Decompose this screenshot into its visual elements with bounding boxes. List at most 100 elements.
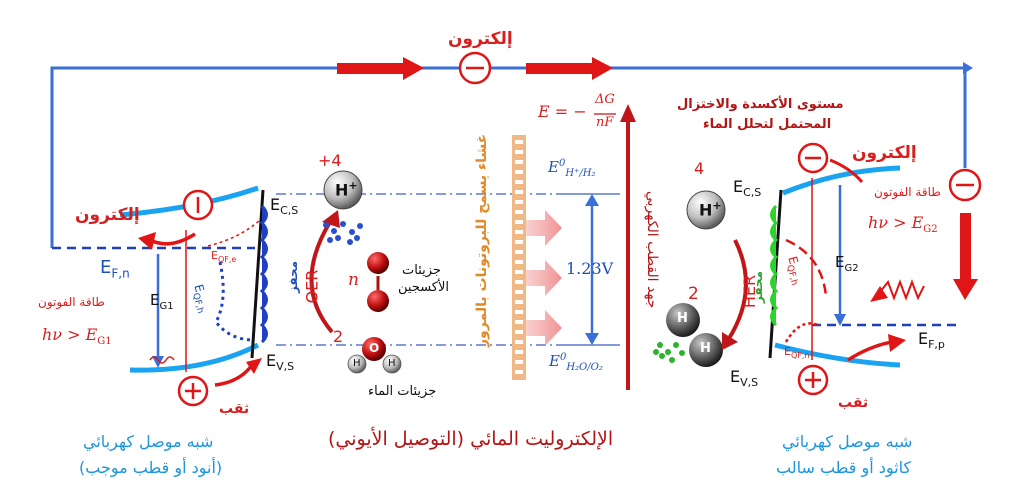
membrane-strip [512, 135, 526, 380]
circuit-electron-label: إلكترون [448, 29, 513, 49]
potential-equation-num: ΔG [595, 92, 615, 107]
anode-electron-out-arrow [149, 232, 196, 246]
anode-electron-out-arrowhead [138, 232, 156, 250]
anode-photon-squiggle [149, 356, 175, 364]
water-count: 2 [333, 327, 344, 346]
anode-ef-label: EF,n [100, 257, 130, 281]
anode-catalyst [259, 204, 268, 344]
cathode-qf-electron-line [785, 238, 828, 297]
proton-transport-arrows [525, 210, 562, 346]
oer-proton-sphere [323, 170, 363, 210]
anode-photon-eq: hν > EG1 [42, 325, 112, 348]
potential-title-2: المحتمل لتحلل الماء [703, 117, 832, 132]
anode-caption-1: شبه موصل كهربائي [83, 432, 214, 451]
cathode-hole-label: ثقب [838, 395, 869, 411]
external-circuit-wire [50, 66, 967, 248]
oxygen-label-1: جزيئات [402, 263, 441, 278]
anode-qf-hole-line [214, 261, 255, 342]
cathode-ef-label: EF,p [918, 329, 945, 352]
anode-hole-arrowhead [246, 358, 262, 374]
right-down-arrow-head [953, 279, 978, 300]
oer-proton-count: +4 [318, 151, 342, 170]
circuit-end-arrowhead [963, 62, 973, 74]
potential-equation-den: nF [596, 115, 614, 130]
right-down-arrow-shaft [960, 213, 971, 281]
water-oxygen-atom [362, 337, 386, 361]
h2-count: 2 [688, 284, 699, 304]
cathode-electron-label: إلكترون [852, 143, 917, 163]
cathode-bandgap-arrowhead [834, 314, 846, 326]
anode-ec-label: EC,S [270, 195, 299, 218]
anode-caption-2: (أنود أو قطب موجب) [79, 458, 223, 477]
circuit-electron-arrow-1-head [403, 57, 424, 80]
potential-equation: E = − [538, 102, 587, 121]
oer-proton-symbol: H+ [335, 179, 358, 200]
cathode-ev-label: EV,S [730, 367, 759, 390]
her-arrow [726, 239, 748, 342]
cathode-catalyst-label: محفز [751, 270, 766, 304]
cathode-qf-hole-line [784, 322, 819, 343]
cathode-caption-2: كاثود أو قطب سالب [776, 458, 912, 477]
cathode-caption-1: شبه موصل كهربائي [782, 432, 913, 451]
anode-electron-label: إلكترون [75, 205, 140, 225]
cathode-hole-arrow [847, 340, 893, 362]
potential-title-1: مستوى الأكسدة والاختزال [677, 97, 844, 112]
h2-letter-upper: H [677, 311, 688, 326]
h-plus-level-label: E0H⁺/H₂ [548, 158, 596, 179]
anode-eqf-e-label: EQF,e [211, 249, 237, 265]
oxygen-atom-bottom [367, 290, 389, 312]
membrane-label: غشاء يسمح للبروتونات بالمرور [474, 133, 490, 347]
h2-atom-lower [689, 333, 723, 367]
oxygen-label-2: الأكسجين [398, 280, 450, 295]
cathode-conduction-band [782, 165, 901, 196]
h2-letter-lower: H [700, 341, 711, 356]
gap-arrow-top-head [585, 194, 599, 206]
oer-label: OER [302, 269, 322, 304]
water-label: جزيئات الماء [368, 384, 437, 399]
cathode-eqf-n-label: EQF,n [784, 345, 810, 361]
water-oxygen-letter: O [369, 341, 380, 355]
h2o-level-label: E0H₂O/O₂ [549, 352, 603, 373]
anode-hole-arrow [214, 363, 254, 387]
cathode-catalyst [770, 204, 779, 327]
anode-ev-label: EV,S [266, 351, 295, 374]
water-h-atom-left [347, 354, 367, 374]
her-proton-symbol: H+ [699, 199, 722, 220]
cathode-electron-arrow [829, 158, 864, 183]
circuit-electron-arrow-1 [337, 63, 405, 74]
potential-gap-label: 1.23V [566, 259, 614, 278]
water-h-atom-right [382, 354, 402, 374]
anode-valence-band [129, 342, 260, 373]
anode-catalyst-label: محفز [286, 260, 301, 294]
cathode-hole-arrowhead [888, 334, 906, 352]
circuit-electron-arrow-2-head [592, 57, 613, 80]
her-arrowhead [722, 332, 738, 350]
oxygen-count: n [348, 270, 359, 290]
circuit-electron-arrow-2 [526, 63, 594, 74]
cathode-photon-squiggle [879, 279, 925, 301]
anode-qf-electron-line [207, 219, 261, 247]
cathode-photon-arrowhead [870, 286, 888, 302]
her-proton-sphere [686, 190, 726, 230]
cathode-valence-band [774, 342, 901, 368]
anode-hole-label: ثقب [219, 401, 250, 417]
anode-bandgap-arrowhead [152, 356, 164, 368]
electrolyte-label: الإلكتروليت المائي (التوصيل الأيوني) [328, 428, 614, 450]
anode-photon-label: طاقة الفوتون [38, 295, 105, 309]
oer-proton-dots [323, 221, 363, 245]
cathode-photon-eq: hν > EG2 [868, 213, 938, 236]
water-h-letter-right: H [388, 358, 396, 369]
oer-arrow [309, 220, 334, 334]
cathode-ec-label: EC,S [733, 177, 762, 200]
cathode-photon-label: طاقة الفوتون [874, 185, 941, 199]
water-h-letter-left: H [353, 358, 361, 369]
potential-axis-label: جهد القطب الكهربي [644, 191, 660, 309]
her-proton-count: 4 [694, 159, 705, 178]
h2-atom-upper [666, 303, 700, 337]
anode-eg-label: EG1 [150, 291, 174, 312]
gap-arrow-bottom-head [585, 333, 599, 345]
anode-surface [250, 189, 265, 359]
oxygen-atom-top [367, 252, 389, 274]
